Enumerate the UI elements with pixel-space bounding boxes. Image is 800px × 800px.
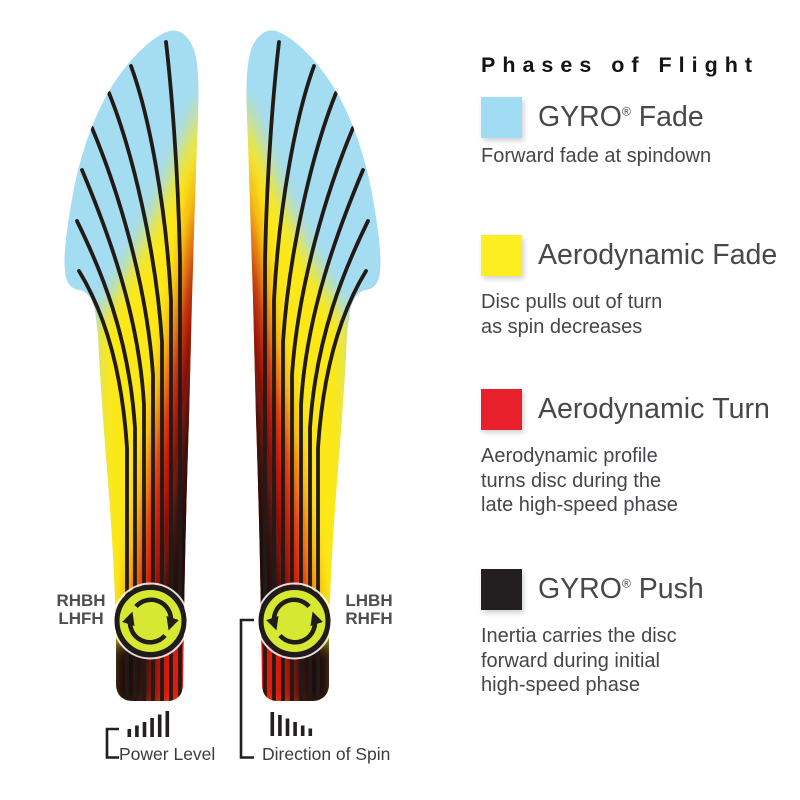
legend-item-gyro-fade: GYRO®Fade Forward fade at spindown [481, 97, 781, 169]
handedness-label-right: LHBH RHFH [342, 592, 396, 628]
legend-description: Disc pulls out of turn as spin decreases [481, 291, 663, 338]
gyro-fade-swatch [481, 97, 522, 138]
power-level-caption: Power Level [119, 744, 216, 764]
legend-title: Phases of Flight [481, 53, 760, 77]
legend-label: GYRO®Push [538, 573, 704, 605]
registered-trademark-icon: ® [621, 576, 631, 591]
registered-trademark-icon: ® [621, 104, 631, 119]
legend-description: Forward fade at spindown [481, 145, 712, 167]
power-level-icon [127, 711, 170, 737]
legend-item-gyro-push: GYRO®Push Inertia carries the disc forwa… [481, 569, 781, 698]
handedness-line: LHFH [58, 609, 104, 628]
aerodynamic-fade-swatch [481, 235, 522, 276]
direction-of-spin-caption: Direction of Spin [262, 744, 391, 764]
legend-label: GYRO®Fade [538, 101, 704, 133]
gyro-push-swatch [481, 569, 522, 610]
legend-description: Inertia carries the disc forward during … [481, 625, 677, 696]
direction-of-spin-icon [270, 712, 313, 736]
handedness-line: LHBH [345, 591, 393, 610]
handedness-line: RHBH [56, 591, 106, 610]
handedness-label-left: RHBH LHFH [54, 592, 108, 628]
legend-description: Aerodynamic profile turns disc during th… [481, 445, 678, 516]
aerodynamic-turn-swatch [481, 389, 522, 430]
handedness-line: RHFH [345, 609, 393, 628]
power-level-bracket [105, 727, 119, 759]
direction-of-spin-bracket [239, 618, 254, 759]
